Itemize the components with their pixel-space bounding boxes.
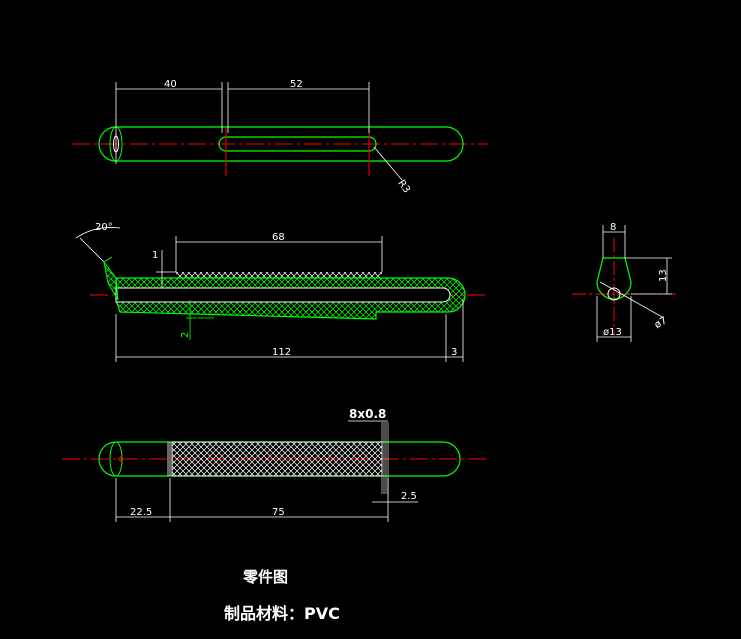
bottom-left-length: 22.5 — [130, 507, 152, 518]
section-angle-label: 20° — [95, 222, 113, 233]
bottom-knurl-area — [171, 441, 383, 477]
section-knurl-length: 68 — [272, 232, 285, 243]
top-view: 40 52 R3 — [72, 79, 488, 195]
section-knurl-band — [176, 272, 382, 278]
end-view: 8 13 ø13 ø7 — [572, 222, 676, 342]
bottom-knurl-spec: 8x0.8 — [349, 407, 386, 421]
top-dim-40: 40 — [164, 79, 177, 90]
section-offset-bottom: 2 — [180, 332, 191, 338]
section-inner-bore — [115, 287, 451, 303]
section-offset-top: 1 — [152, 250, 158, 261]
end-hole — [607, 287, 621, 301]
bottom-view: 8x0.8 22.5 75 2.5 — [62, 407, 488, 522]
title-line2: 制品材料：PVC — [224, 604, 340, 623]
bottom-right-gap: 2.5 — [401, 491, 417, 502]
section-view: 20° 1 68 2 112 3 — [75, 222, 488, 362]
top-dim-52: 52 — [290, 79, 303, 90]
title-line1: 零件图 — [242, 568, 288, 586]
section-lip — [103, 261, 119, 301]
top-body-outline — [98, 126, 464, 162]
end-outline — [596, 257, 632, 300]
end-width: 8 — [610, 222, 616, 233]
top-radius-label: R3 — [395, 178, 412, 195]
end-height: 13 — [658, 269, 669, 282]
bottom-knurl-end-lines — [381, 422, 389, 494]
title-block: 零件图 制品材料：PVC — [224, 568, 340, 623]
bottom-knurl-length: 75 — [272, 507, 285, 518]
end-diameter: ø13 — [603, 327, 622, 338]
bottom-body-outline — [98, 441, 461, 477]
section-total-length: 112 — [272, 347, 291, 358]
end-hole-diameter: ø7 — [653, 315, 669, 331]
section-end-length: 3 — [451, 347, 457, 358]
